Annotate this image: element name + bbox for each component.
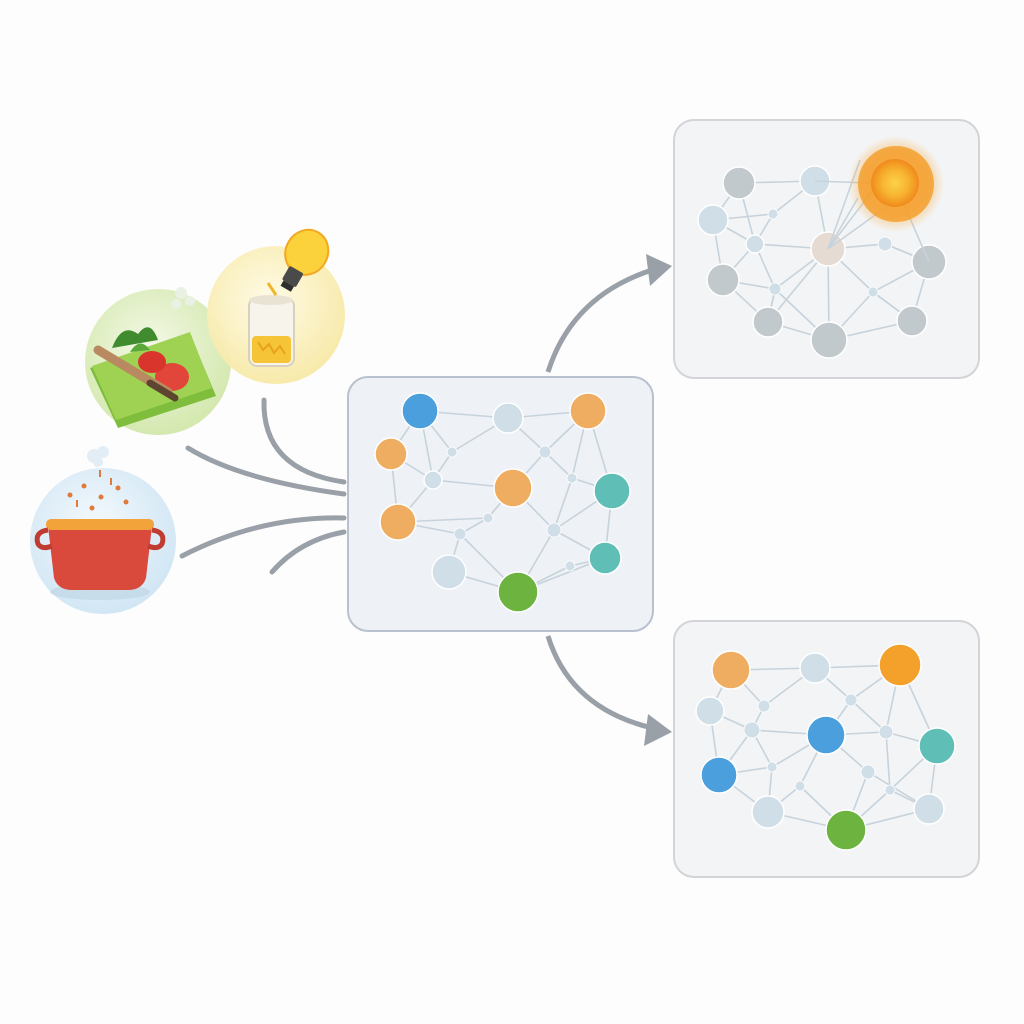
top-graph-node [706,263,740,297]
central-knowledge-graph [374,392,631,613]
central-graph-node [492,402,524,434]
central-graph-node [493,468,533,508]
central-graph-node [401,392,439,430]
central-graph-node [423,470,443,490]
central-graph-node [374,437,408,471]
connector-extra-to-graph [269,529,347,575]
arrow-head-top [646,254,672,286]
bottom-graph-node [884,784,896,796]
top-graph-node [877,236,893,252]
bottom-graph-node [878,724,894,740]
bottom-graph-node [711,650,751,690]
bottom-right-knowledge-graph [695,643,956,851]
highlighted-node [871,159,919,207]
top-graph-node [722,166,756,200]
top-graph-node [768,282,782,296]
central-graph-node [538,445,552,459]
bottom-graph-node [794,780,806,792]
input-connectors [179,397,347,575]
central-graph-node [588,541,622,575]
arrow-to-top-graph [545,267,653,373]
bottom-graph-node [860,764,876,780]
central-graph-node [453,527,467,541]
top-graph-node [867,286,879,298]
central-graph-node [566,472,578,484]
top-graph-node [697,204,729,236]
top-graph-edge [827,197,859,250]
bottom-graph-node [743,721,761,739]
bottom-graph-node [825,809,867,851]
arrow-head-bottom [644,714,672,746]
top-graph-node [810,321,848,359]
cutting-board-vegetables-icon [85,287,231,435]
top-graph-node [752,306,784,338]
bottom-graph-node [757,699,771,713]
arrow-to-bottom-graph [545,635,653,731]
central-graph-node [564,560,576,572]
steaming-pot-icon [30,446,176,614]
central-graph-node [546,522,562,538]
bottom-graph-node [700,756,738,794]
top-graph-node [745,234,765,254]
central-graph-node [497,571,539,613]
central-graph-edge [553,477,573,531]
output-arrows [545,254,672,746]
top-graph-node [767,208,779,220]
connector-board-to-graph [185,445,347,497]
top-graph-node [896,305,928,337]
connector-bulb-to-graph [261,397,347,485]
bottom-graph-node [695,696,725,726]
central-graph-node [482,512,494,524]
top-right-knowledge-graph [697,136,947,359]
bottom-graph-edge [885,731,891,791]
bottom-graph-edge [850,699,887,733]
central-graph-node [379,503,417,541]
central-graph-node [569,392,607,430]
bottom-graph-node [844,693,858,707]
central-graph-node [431,554,467,590]
bottom-graph-node [799,652,831,684]
connector-pot-to-graph [179,515,347,559]
central-graph-node [593,472,631,510]
bottom-graph-node [918,727,956,765]
lightbulb-jar-icon [207,228,345,384]
bottom-graph-node [913,793,945,825]
bottom-graph-node [806,715,846,755]
central-graph-node [446,446,458,458]
bottom-graph-node [766,761,778,773]
bottom-graph-node [878,643,922,687]
bottom-graph-node [751,795,785,829]
